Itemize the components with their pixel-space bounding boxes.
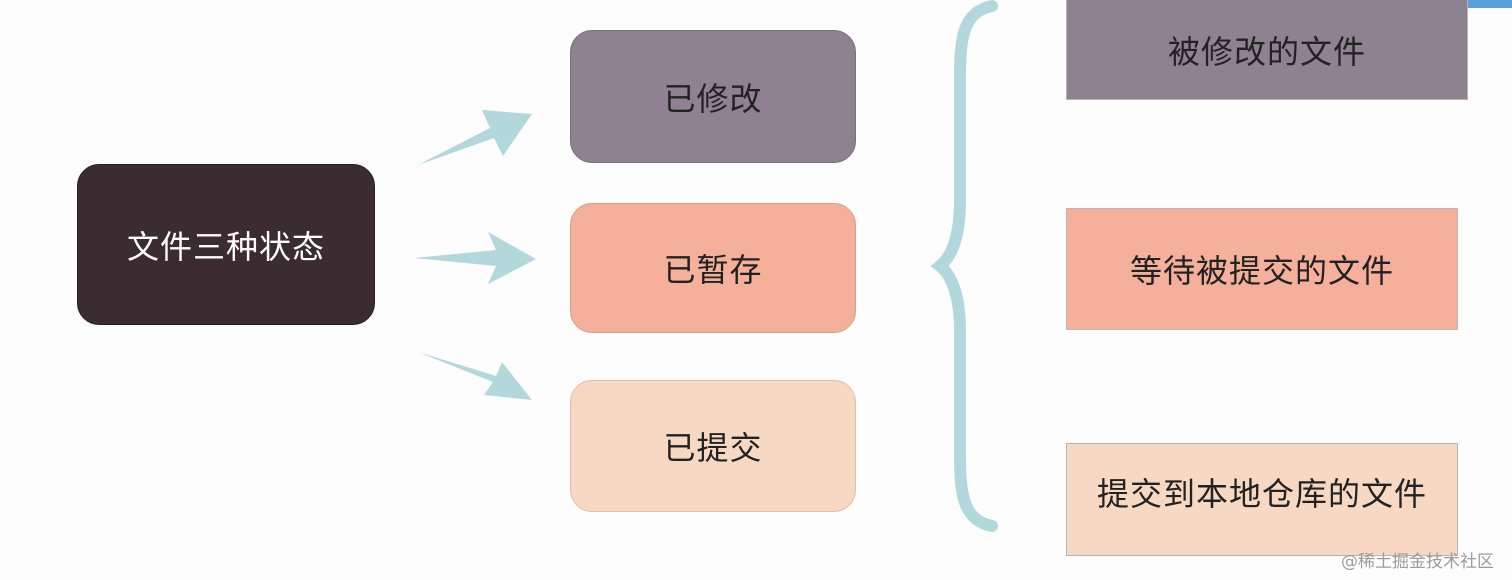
state-committed: 已提交 [570, 380, 856, 512]
state-modified: 已修改 [570, 30, 856, 163]
state-staged: 已暂存 [570, 203, 856, 333]
state-modified-label: 已修改 [663, 79, 763, 118]
arrow-icon [418, 352, 532, 400]
watermark: @稀土掘金技术社区 [1341, 552, 1494, 572]
state-staged-label: 已暂存 [663, 251, 763, 289]
description-committed-label: 提交到本地仓库的文件 [1096, 474, 1427, 513]
state-committed-label: 已提交 [663, 429, 763, 467]
description-staged: 等待被提交的文件 [1066, 208, 1458, 330]
description-staged-label: 等待被提交的文件 [1129, 252, 1394, 290]
description-committed: 提交到本地仓库的文件 [1066, 443, 1458, 556]
curly-brace-icon [930, 0, 998, 532]
description-modified: 被修改的文件 [1066, 0, 1468, 100]
arrow-icon [414, 232, 536, 284]
root-node: 文件三种状态 [77, 164, 375, 325]
description-modified-label: 被修改的文件 [1167, 32, 1366, 71]
root-node-label: 文件三种状态 [126, 227, 325, 266]
arrow-icon [418, 110, 532, 165]
